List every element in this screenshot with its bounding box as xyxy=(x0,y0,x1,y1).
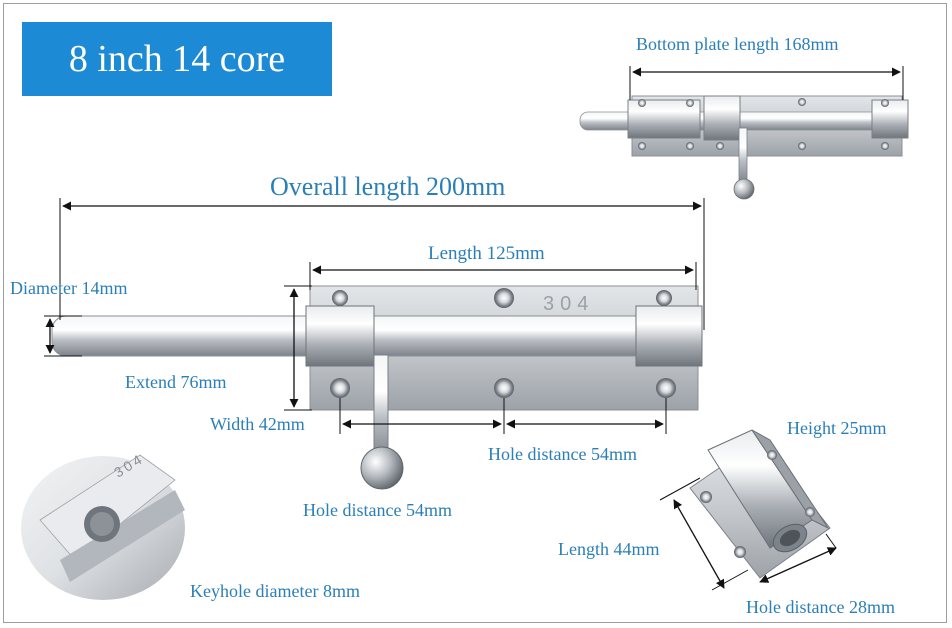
diameter-label: Diameter 14mm xyxy=(10,278,128,298)
svg-text:304: 304 xyxy=(543,293,594,315)
keyhole-closeup-image: 304 xyxy=(21,450,185,600)
main-bolt-image: 304 xyxy=(51,285,703,490)
bottom-plate-label: Bottom plate length 168mm xyxy=(636,34,839,54)
width-label: Width 42mm xyxy=(210,414,305,434)
image-frame xyxy=(3,3,947,623)
hole-distance-54-bottom-label: Hole distance 54mm xyxy=(303,500,452,520)
height-label: Height 25mm xyxy=(787,418,887,438)
top-bolt-image xyxy=(579,95,909,200)
bracket-image xyxy=(689,429,831,579)
model-badge: 8 inch 14 core xyxy=(22,22,332,96)
overall-length-label: Overall length 200mm xyxy=(270,172,506,201)
keyhole-diameter-label: Keyhole diameter 8mm xyxy=(190,581,360,601)
hole-distance-54-right-label: Hole distance 54mm xyxy=(488,444,637,464)
length-44-label: Length 44mm xyxy=(558,539,660,559)
extend-label: Extend 76mm xyxy=(125,372,227,392)
length-125-label: Length 125mm xyxy=(428,243,545,264)
hole-distance-28-label: Hole distance 28mm xyxy=(746,597,895,617)
